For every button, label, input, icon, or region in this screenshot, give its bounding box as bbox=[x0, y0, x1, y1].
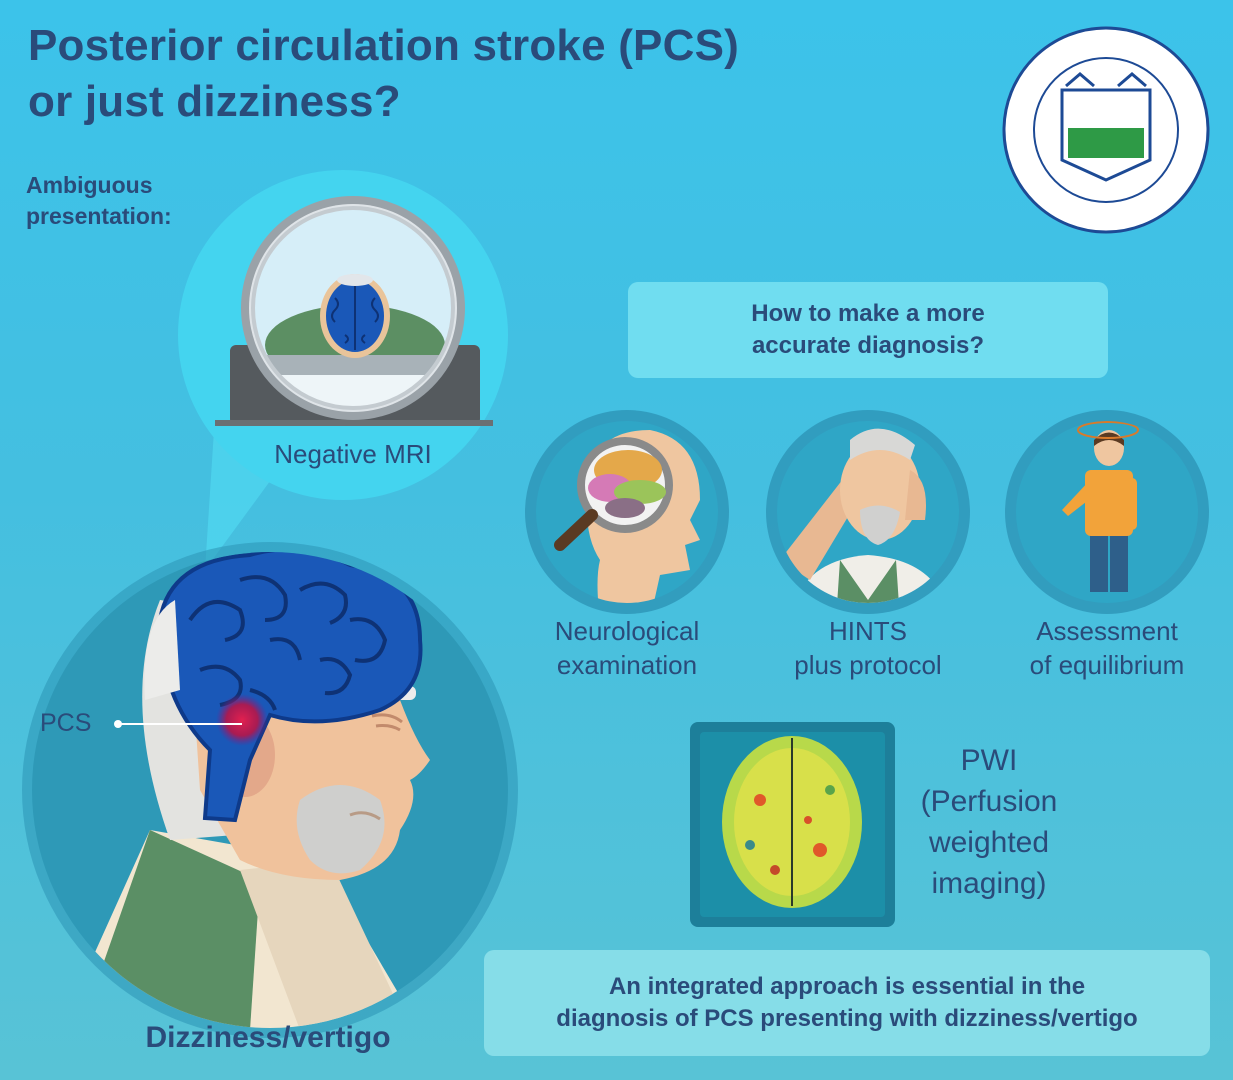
conclusion-box: An integrated approach is essential in t… bbox=[484, 950, 1210, 1056]
pcs-label: PCS bbox=[40, 709, 92, 737]
conclusion-line-1: An integrated approach is essential in t… bbox=[608, 973, 1086, 1000]
question-line-2: accurate diagnosis? bbox=[751, 332, 985, 359]
magnifier-brain-icon bbox=[525, 410, 729, 614]
question-box-bg bbox=[628, 282, 1108, 378]
dizzy-person-icon bbox=[1005, 410, 1209, 614]
conclusion-box-bg bbox=[484, 950, 1210, 1056]
mri-scanner-icon bbox=[215, 196, 493, 426]
pcs-pointer-dot bbox=[114, 720, 122, 728]
dizziness-vertigo-label: Dizziness/vertigo bbox=[145, 1021, 391, 1054]
pcs-lesion bbox=[216, 694, 268, 746]
negative-mri-label: Negative MRI bbox=[274, 439, 432, 469]
patient-head-illustration bbox=[32, 552, 508, 1028]
method-equilibrium-label: Assessment of equilibrium bbox=[1029, 616, 1185, 680]
question-line-1: How to make a more bbox=[751, 300, 985, 327]
page-title: Posterior circulation stroke (PCS) or ju… bbox=[28, 21, 739, 126]
method-neurological-label: Neurological examination bbox=[554, 616, 700, 680]
pwi-brain-image bbox=[690, 722, 895, 927]
old-man-dizzy-icon bbox=[766, 410, 970, 614]
ambiguous-presentation-label: Ambiguous presentation: bbox=[26, 172, 172, 229]
method-hints-label: HINTS plus protocol bbox=[794, 616, 942, 680]
question-box: How to make a more accurate diagnosis? bbox=[628, 282, 1108, 378]
pwi-label: PWI (Perfusion weighted imaging) bbox=[920, 744, 1058, 900]
pnu-logo bbox=[1002, 26, 1210, 234]
conclusion-line-2: diagnosis of PCS presenting with dizzine… bbox=[556, 1005, 1138, 1032]
